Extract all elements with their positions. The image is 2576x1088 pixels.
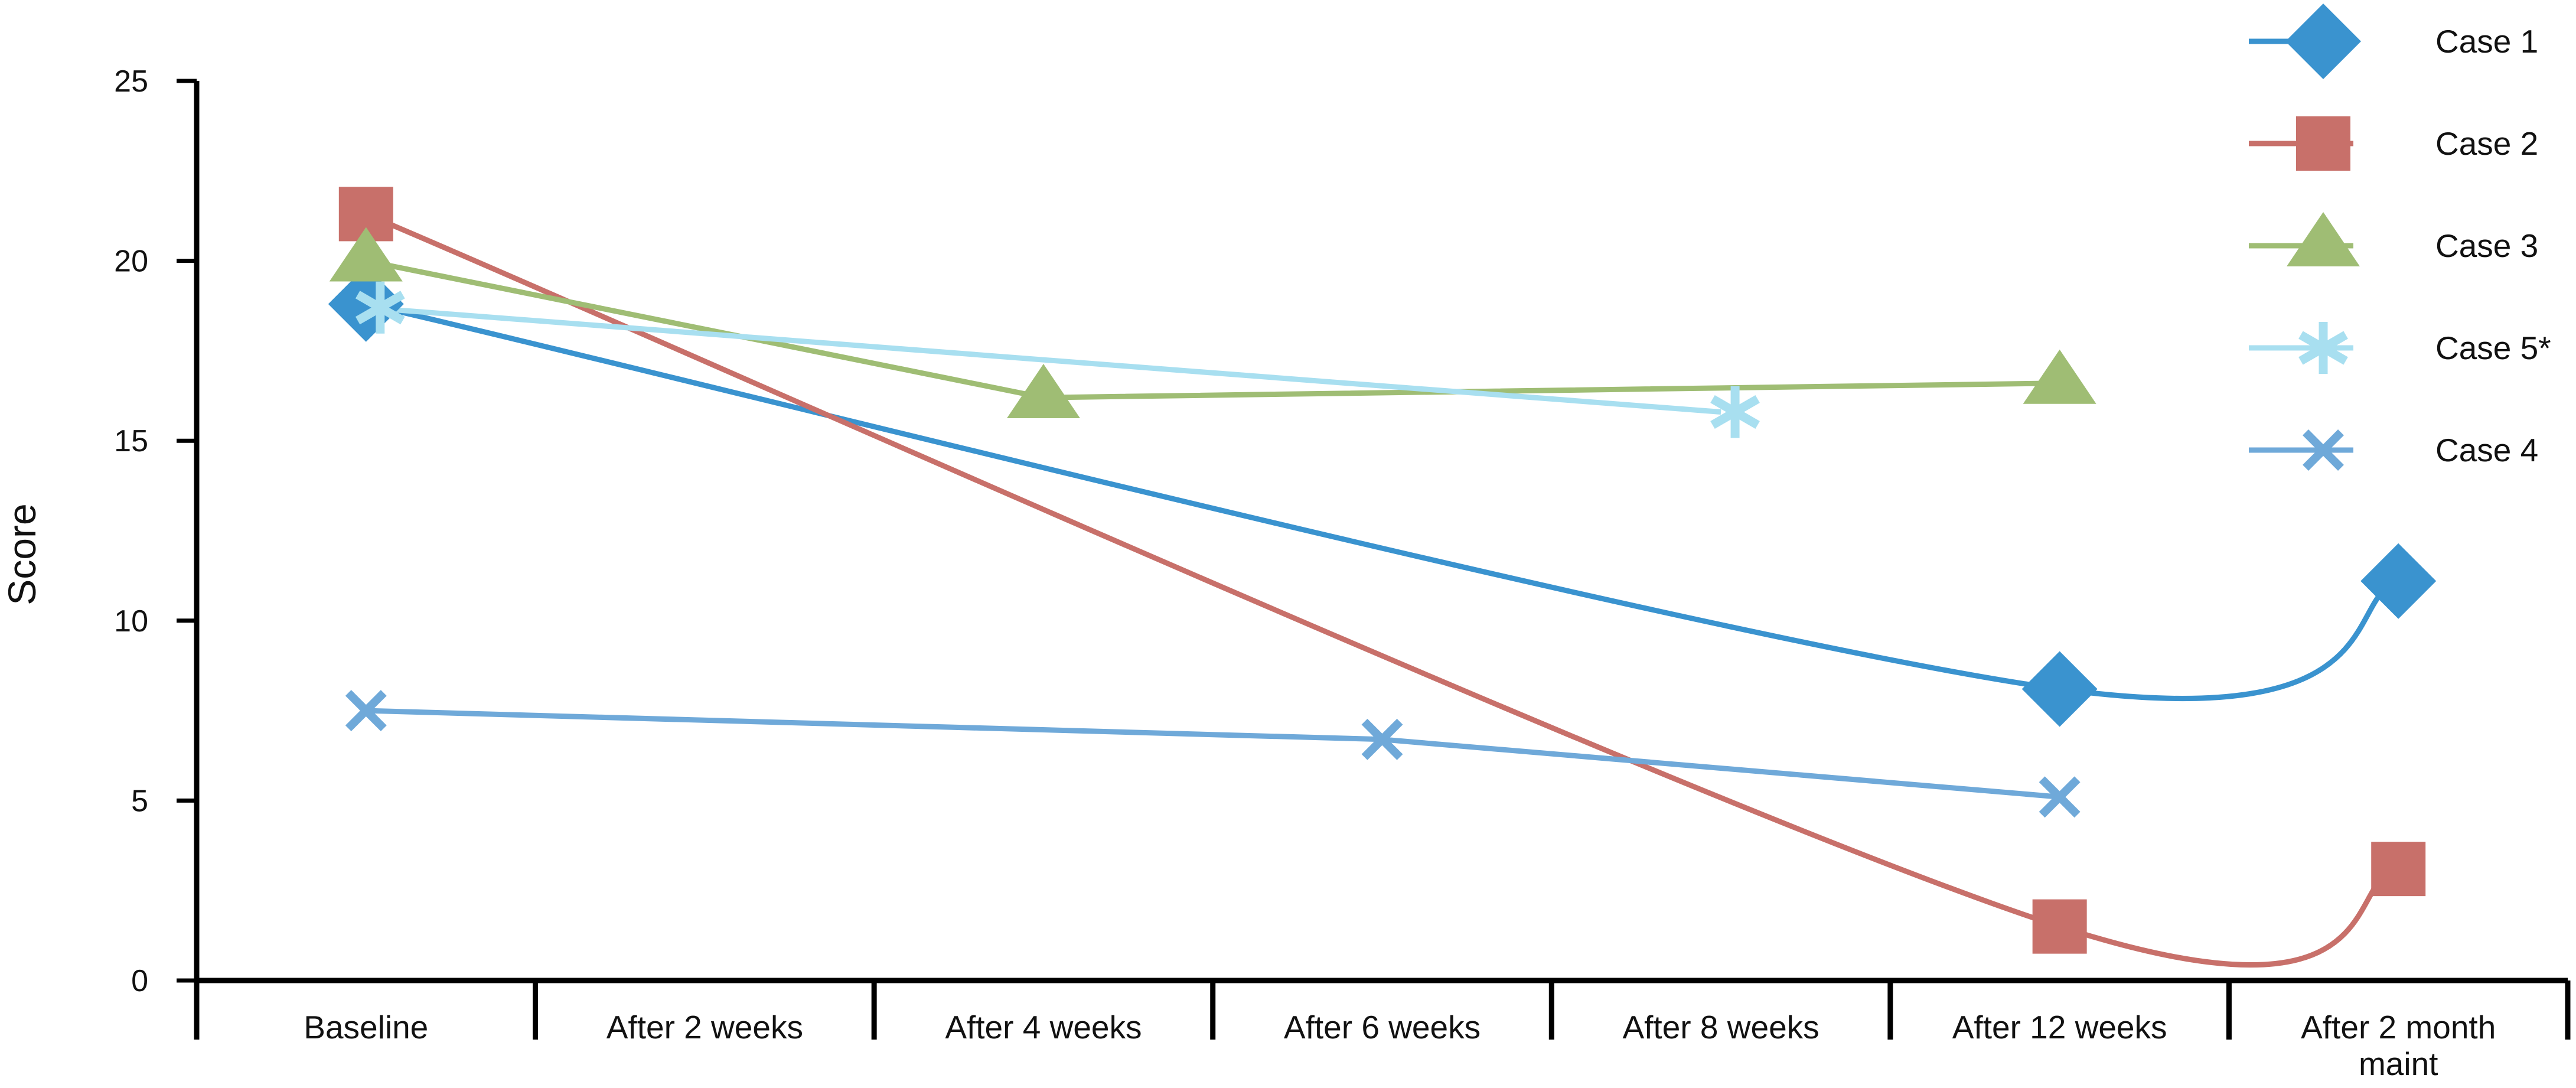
- legend-label: Case 5*: [2435, 330, 2551, 366]
- legend-swatch-marker: [2298, 322, 2348, 374]
- legend-swatch-marker: [2303, 429, 2344, 471]
- series-markers: [328, 187, 2437, 954]
- legend: Case 1 Case 2 Case 3 Case 5* Case 4: [2249, 4, 2551, 471]
- legend-swatch-marker: [2285, 4, 2361, 79]
- data-point-case-5: [355, 281, 405, 334]
- series-line-case-2: [365, 211, 2399, 968]
- series-line-case-5: [366, 305, 1721, 415]
- legend-label: Case 1: [2435, 23, 2538, 60]
- legend-item-case-1: Case 1: [2249, 4, 2538, 79]
- x-stroke: [1361, 718, 1403, 760]
- x-tick-label: Baseline: [304, 1009, 428, 1045]
- data-point-case-3: [2023, 349, 2096, 404]
- data-point-case-4: [2039, 776, 2081, 818]
- legend-item-case-5: Case 5*: [2249, 322, 2551, 374]
- data-point-case-2: [2371, 842, 2426, 897]
- x-stroke: [2303, 429, 2344, 471]
- data-point-case-2: [2032, 899, 2087, 954]
- data-point-case-3: [329, 227, 403, 282]
- legend-swatch-marker: [2296, 116, 2350, 171]
- x-tick-label: After 6 weeks: [1284, 1009, 1481, 1045]
- x-tick-label: After 12 weeks: [1952, 1009, 2167, 1045]
- legend-item-case-4: Case 4: [2249, 429, 2538, 471]
- data-point-case-4: [1361, 718, 1403, 760]
- asterisk-stroke: [1710, 395, 1760, 429]
- y-tick-label: 25: [114, 64, 148, 99]
- asterisk-stroke: [2298, 331, 2348, 365]
- y-tick-label: 20: [114, 245, 148, 279]
- data-point-case-1: [2360, 543, 2437, 619]
- series-line-case-4: [366, 708, 2060, 800]
- y-tick-label: 15: [114, 424, 148, 458]
- x-tick-label: After 4 weeks: [945, 1009, 1142, 1045]
- legend-label: Case 2: [2435, 125, 2538, 162]
- x-tick-label: After 8 weeks: [1622, 1009, 1819, 1045]
- legend-label: Case 4: [2435, 432, 2538, 468]
- legend-label: Case 3: [2435, 227, 2538, 264]
- data-point-case-4: [345, 690, 387, 732]
- legend-item-case-3: Case 3: [2249, 211, 2538, 266]
- y-tick-label: 0: [131, 964, 148, 998]
- data-point-case-1: [2021, 651, 2098, 727]
- x-stroke: [2039, 776, 2081, 818]
- data-point-case-5: [1710, 386, 1760, 438]
- data-point-case-3: [1006, 364, 1080, 419]
- y-axis-title: Score: [0, 503, 44, 605]
- legend-swatch-marker: [2287, 211, 2360, 266]
- series-lines: [365, 211, 2399, 968]
- series-line-case-1: [365, 301, 2399, 701]
- y-tick-label: 10: [114, 604, 148, 639]
- x-stroke: [345, 690, 387, 732]
- x-tick-label: After 2 weeks: [606, 1009, 803, 1045]
- y-tick-label: 5: [131, 784, 148, 818]
- legend-item-case-2: Case 2: [2249, 116, 2538, 171]
- asterisk-stroke: [355, 291, 405, 325]
